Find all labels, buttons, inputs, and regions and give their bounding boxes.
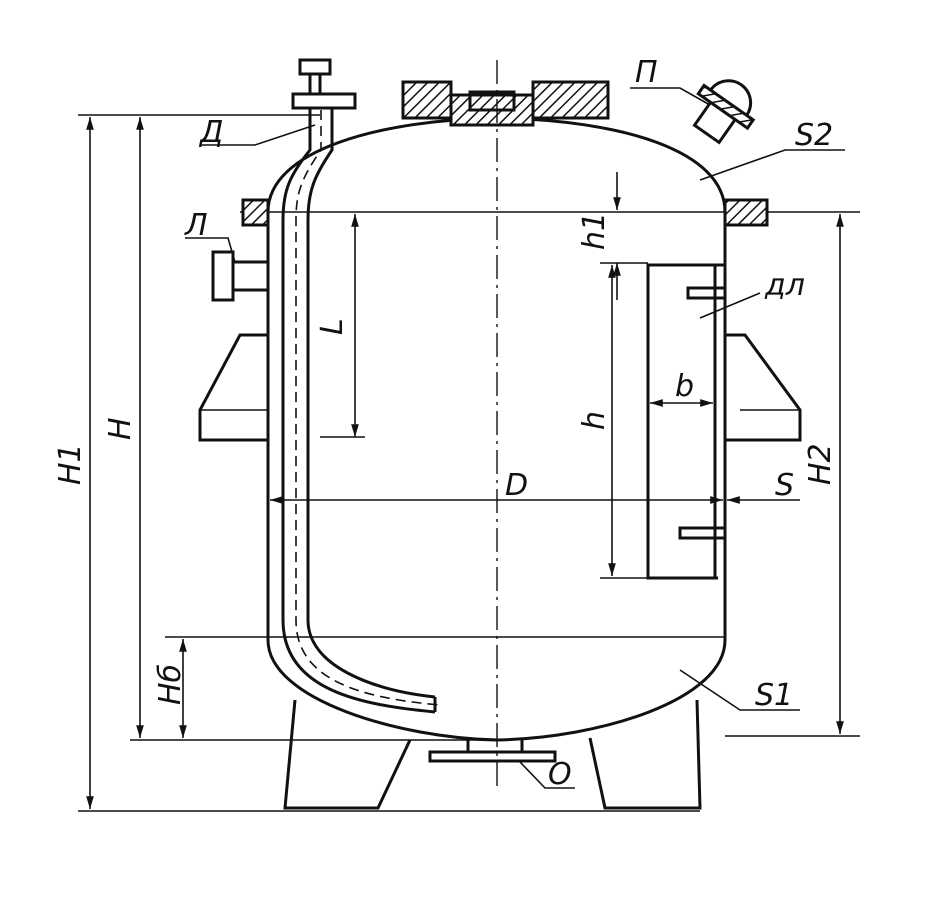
dip-pipe xyxy=(281,58,441,714)
label-l: L xyxy=(315,318,350,335)
label-d: D xyxy=(505,468,528,503)
label-h1: h1 xyxy=(577,212,612,250)
sight-glass xyxy=(692,79,756,145)
baffle xyxy=(646,263,727,580)
label-s: S xyxy=(775,468,794,503)
label-hb: Hб xyxy=(153,664,188,705)
dimensions xyxy=(78,87,860,812)
label-h: h xyxy=(577,411,612,430)
legs xyxy=(283,699,702,810)
side-nozzle xyxy=(211,250,270,302)
label-b: b xyxy=(675,369,694,404)
label-h1-total: H1 xyxy=(53,443,88,485)
label-h-vessel: H xyxy=(103,417,138,440)
label-outlet: О xyxy=(548,757,572,792)
label-side-nozzle: Л xyxy=(184,208,208,243)
label-h2: H2 xyxy=(803,443,838,485)
top-manhole xyxy=(401,80,610,127)
support-lugs xyxy=(198,333,802,442)
label-baffle: дл xyxy=(764,268,805,303)
label-pipe: Д xyxy=(198,115,223,150)
label-sight-glass: П xyxy=(635,55,658,90)
label-s2: S2 xyxy=(795,118,833,153)
label-s1: S1 xyxy=(755,678,793,713)
body-flanges xyxy=(241,198,769,227)
